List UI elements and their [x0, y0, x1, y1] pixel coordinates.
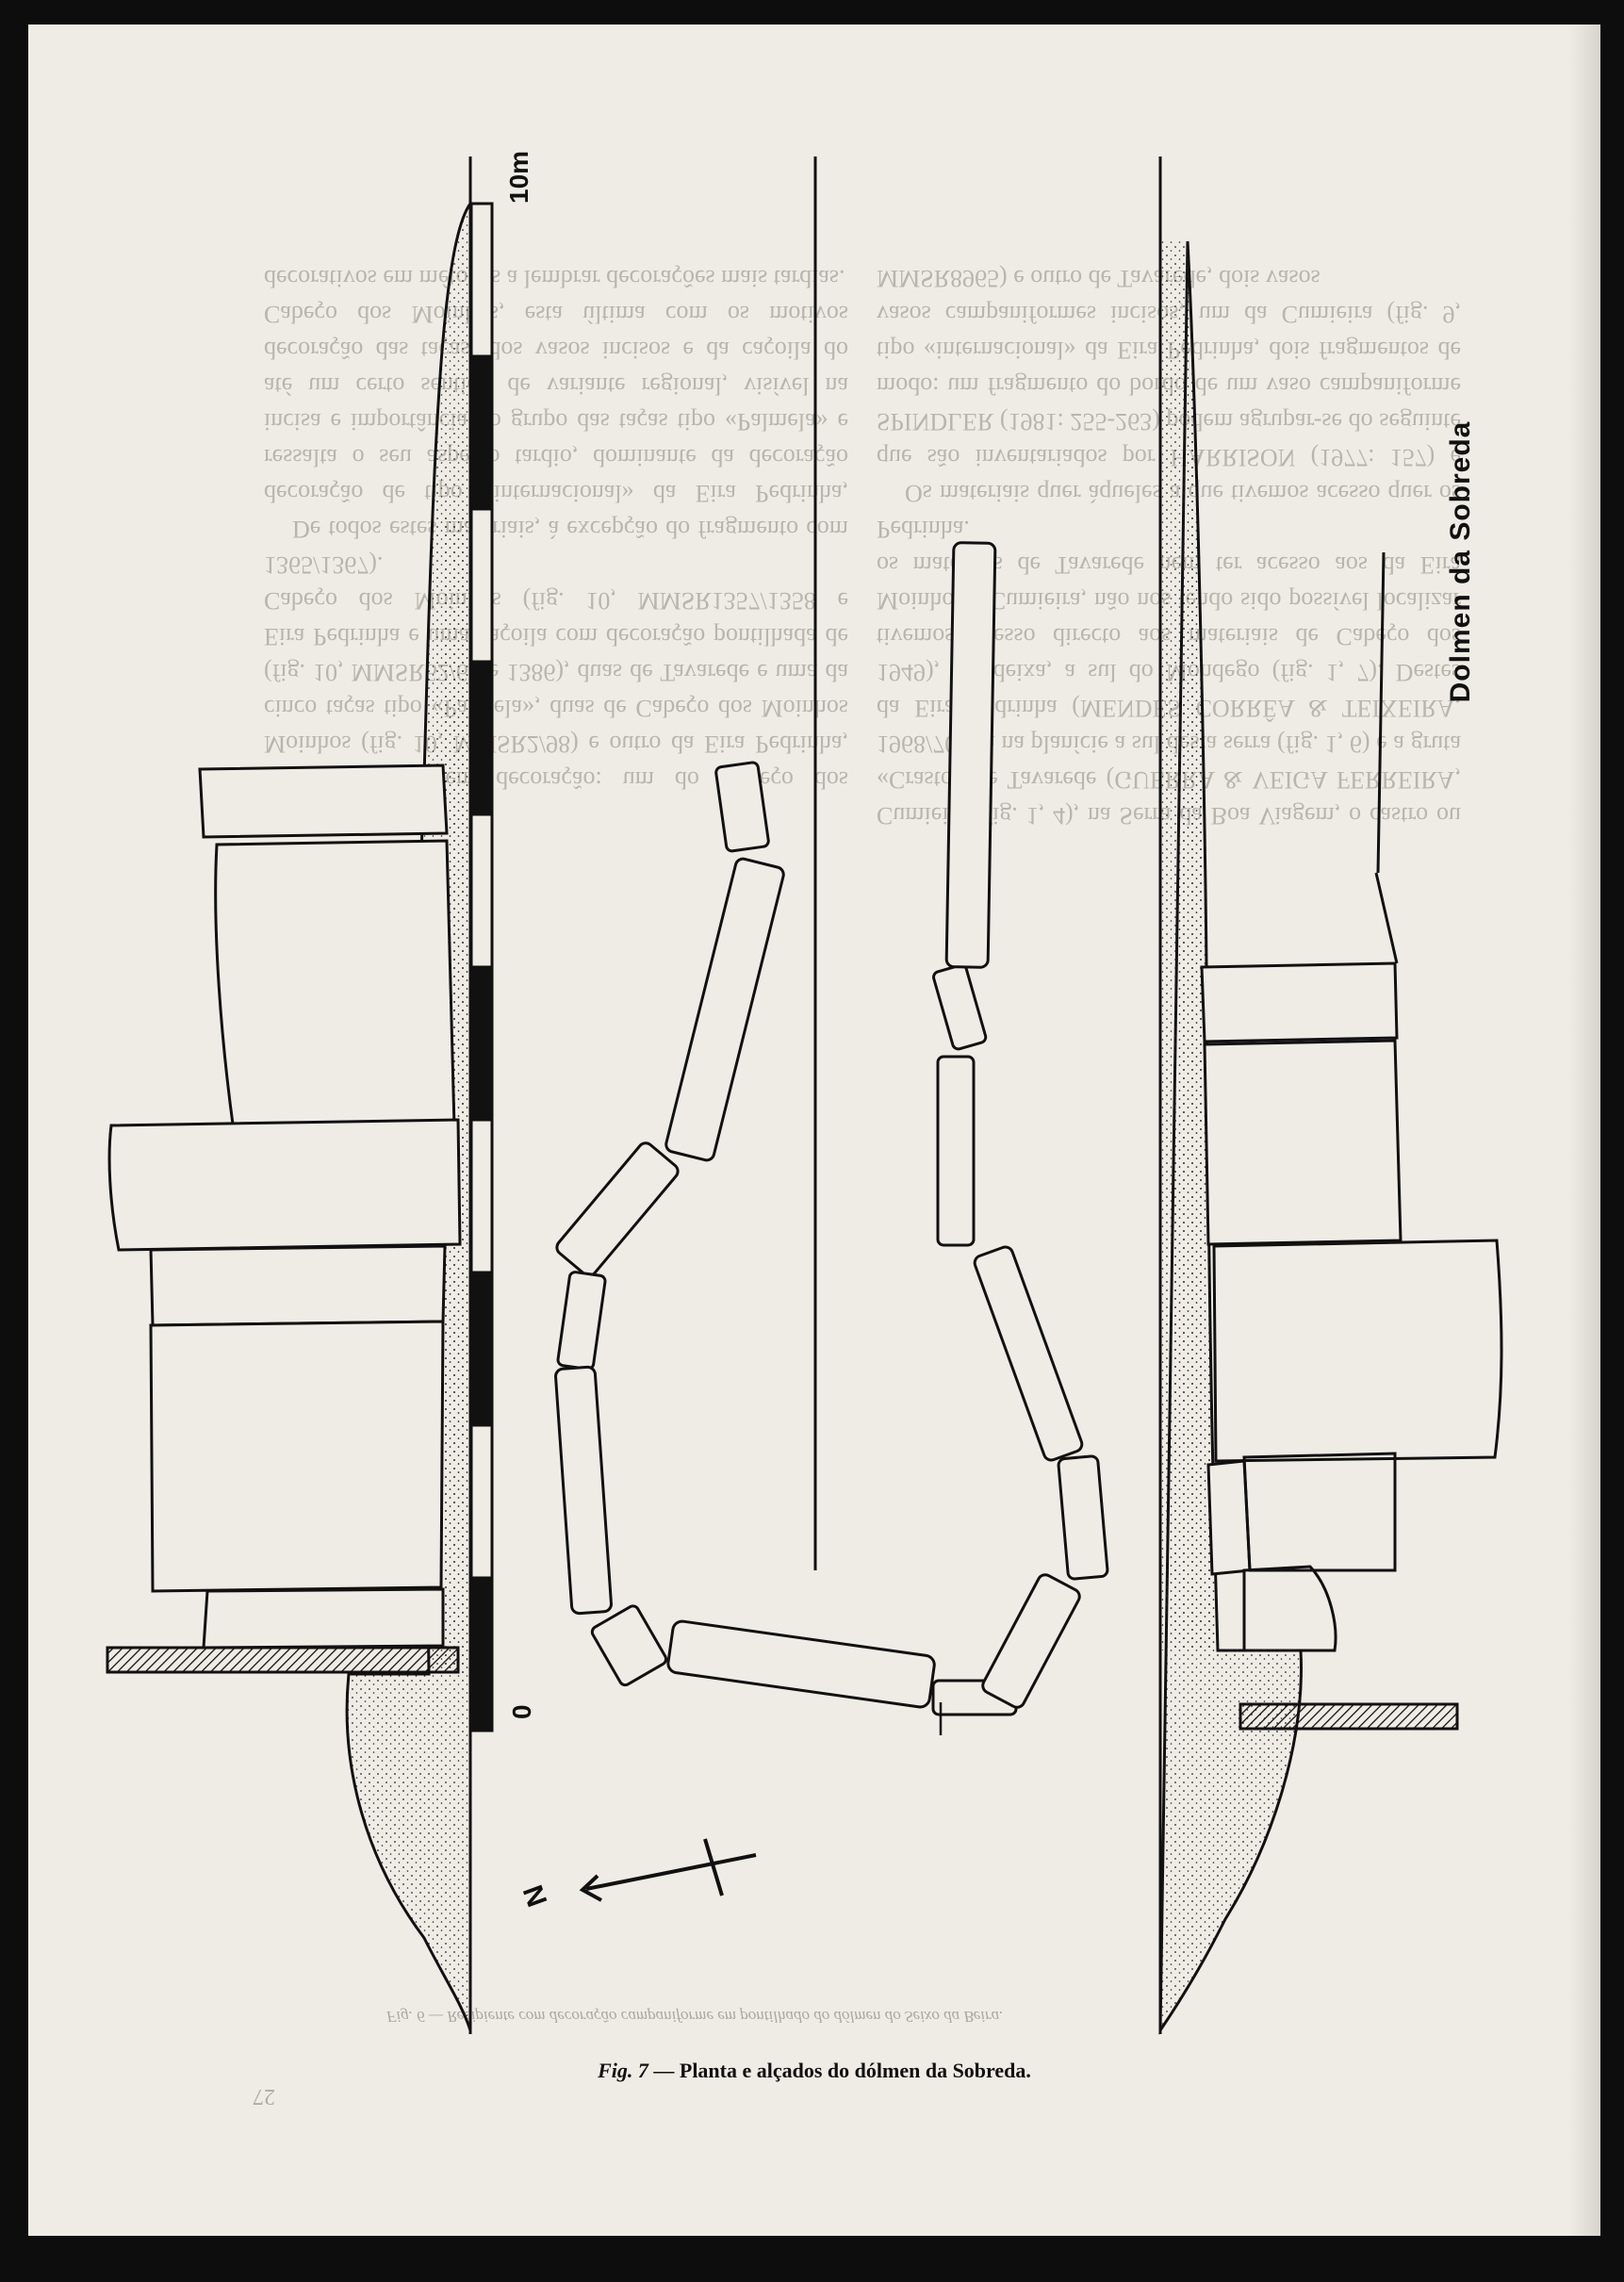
- scale-bar-segment: [469, 1423, 494, 1580]
- plan-stone: [714, 761, 770, 853]
- page: campaniformes sem decoração: um do Cabeç…: [28, 25, 1600, 2236]
- scale-bar-segment: [469, 1576, 494, 1732]
- right-orthostat: [1242, 1565, 1337, 1652]
- figure-label: Fig. 7: [598, 2059, 648, 2082]
- left-orthostat: [149, 1244, 447, 1327]
- north-arrow: [579, 1838, 757, 1902]
- scale-label-bottom: 0: [507, 1704, 536, 1719]
- right-orthostat: [1203, 1039, 1403, 1246]
- plan-stone: [556, 1271, 607, 1371]
- plan-stone: [936, 1055, 976, 1247]
- plan-stone: [1057, 1454, 1109, 1581]
- right-orthostat: [1200, 961, 1399, 1043]
- plan-stone: [666, 1619, 936, 1709]
- plan-stone: [981, 1573, 1081, 1709]
- plan-stone: [973, 1245, 1084, 1462]
- figure-caption: Fig. 7 — Planta e alçados do dólmen da S…: [28, 2059, 1600, 2083]
- scale-bar-segment: [469, 1118, 494, 1274]
- scale-bar-segment: [469, 1271, 494, 1427]
- scale-bar-segment: [469, 202, 494, 358]
- figure-caption-text: Planta e alçados do dólmen da Sobreda.: [679, 2059, 1031, 2082]
- figure-caption-separator: —: [648, 2059, 680, 2082]
- scale-bar-segment: [469, 660, 494, 816]
- right-orthostat: [1242, 1452, 1397, 1572]
- plan-stone: [590, 1604, 668, 1687]
- plan-stones: [554, 541, 1109, 1716]
- left-orthostat: [107, 1118, 462, 1252]
- left-orthostat: [202, 1587, 445, 1650]
- right-orthostat: [1212, 1239, 1503, 1463]
- left-ground-line: [106, 1646, 460, 1674]
- section-title: Dolmen da Sobreda: [1433, 420, 1489, 703]
- section-title-text: Dolmen da Sobreda: [1445, 420, 1476, 703]
- left-orthostat: [198, 763, 449, 839]
- scale-bar-segment: [469, 354, 494, 511]
- plan-stone: [555, 1141, 680, 1277]
- scale-bar-segment: [469, 507, 494, 664]
- right-orthostat: [1374, 872, 1399, 964]
- plan-stone: [944, 541, 997, 969]
- plan-stone: [664, 857, 785, 1162]
- right-orthostat: [1197, 534, 1395, 967]
- plan-stone: [554, 1365, 613, 1616]
- right-orthostat: [1206, 1459, 1252, 1576]
- left-orthostat: [214, 839, 456, 1133]
- plan-stone: [932, 963, 988, 1051]
- left-orthostat: [149, 1320, 445, 1593]
- scale-bar-segment: [469, 813, 494, 969]
- right-ground-line: [1239, 1702, 1459, 1731]
- right-orthostat: [1376, 551, 1386, 874]
- dolmen-drawing: [106, 156, 1503, 2035]
- scale-bar-segment: [469, 965, 494, 1122]
- scale-bar-segments: [469, 202, 494, 1732]
- scale-label-top: 10m: [504, 150, 533, 204]
